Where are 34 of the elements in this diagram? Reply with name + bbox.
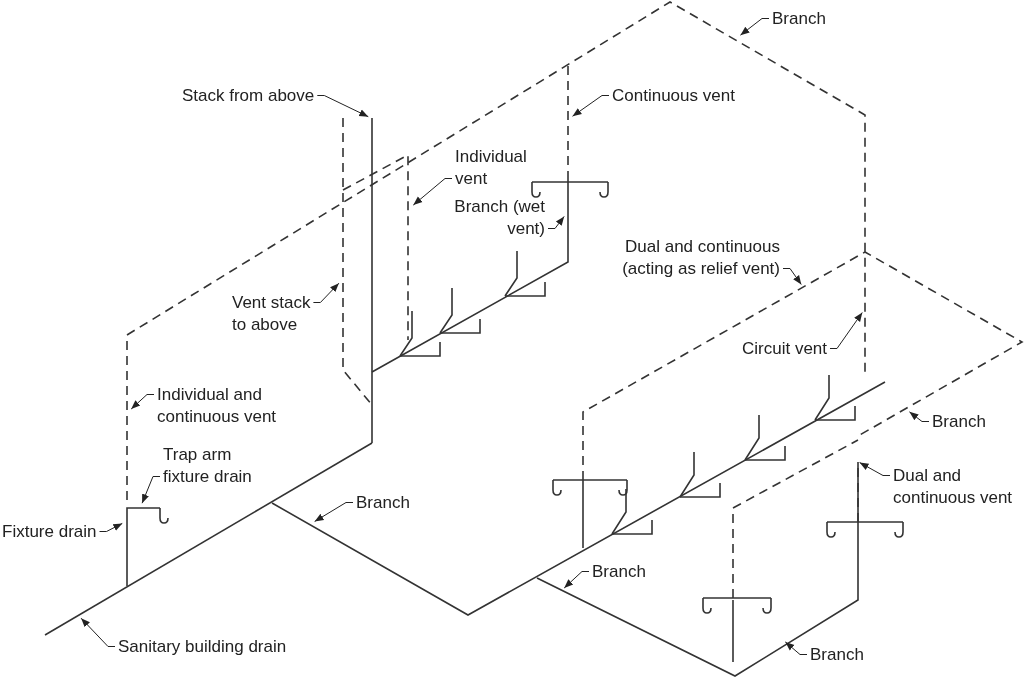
callout-label: Dual and continuous vent: [893, 465, 1021, 509]
leader-line: [316, 95, 369, 118]
callout-label: Trap arm fixture drain: [163, 444, 278, 488]
leader-line: [99, 522, 123, 532]
leader-line: [784, 641, 808, 655]
callout-label: Individual and continuous vent: [157, 384, 297, 428]
callout-label: Branch: [932, 411, 986, 433]
leader-line: [739, 18, 770, 36]
leader-line: [80, 617, 116, 647]
callout-label: Continuous vent: [612, 85, 735, 107]
leader-line: [547, 215, 565, 229]
callout-label: Individual vent: [455, 146, 550, 190]
leader-line: [130, 394, 155, 410]
callout-label: Fixture drain: [2, 521, 97, 543]
callout-label: Stack from above: [182, 85, 315, 107]
callout-label: Branch: [592, 561, 646, 583]
leader-line: [312, 282, 340, 303]
callout-label: Vent stack to above: [232, 292, 327, 336]
callout-label: Branch: [810, 644, 864, 666]
leader-line: [829, 312, 863, 349]
leader-line: [782, 268, 802, 285]
callout-label: Dual and continuous (acting as relief vent): [580, 236, 780, 280]
leader-line: [572, 95, 610, 117]
leader-line: [141, 476, 161, 504]
callout-label: Branch: [356, 492, 410, 514]
leader-line: [563, 571, 590, 589]
callout-label: Branch (wet vent): [440, 196, 545, 240]
leader-line: [314, 502, 354, 522]
leader-line: [412, 178, 453, 206]
leader-line: [908, 411, 930, 422]
callout-label: Branch: [772, 8, 826, 30]
callout-label: Circuit vent: [742, 338, 828, 360]
callout-label: Sanitary building drain: [118, 636, 287, 658]
leader-line: [859, 462, 891, 476]
